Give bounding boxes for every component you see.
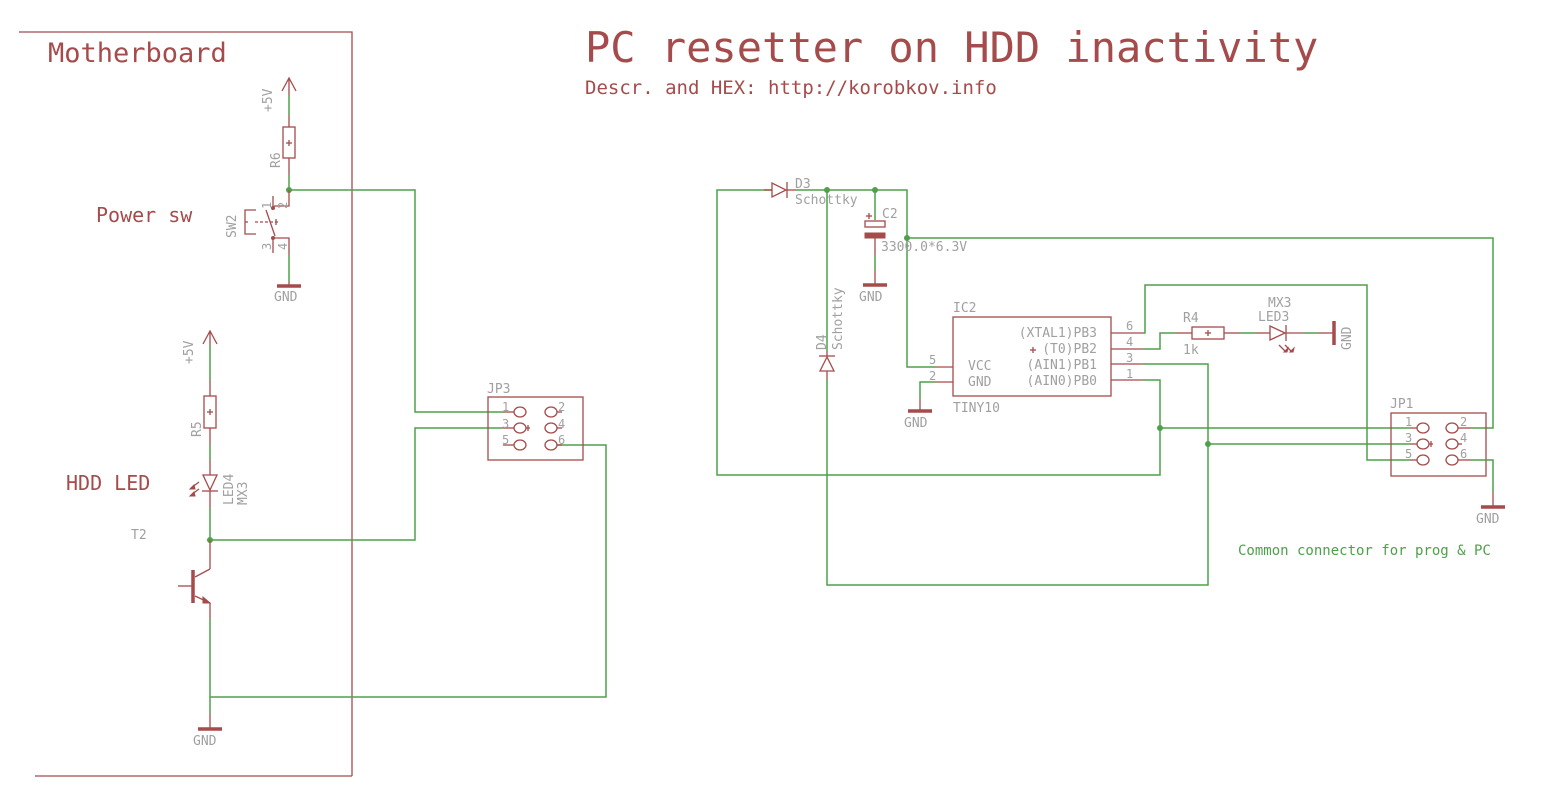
- gnd-label-t2: GND: [193, 734, 217, 749]
- jp3-pin-3: 3: [502, 417, 509, 431]
- wire-pb2-to-r4: [1143, 332, 1176, 350]
- jp3-pin-6: 6: [558, 433, 565, 447]
- r5-label: R5: [190, 421, 205, 437]
- jp1-pin-5: 5: [1405, 447, 1412, 461]
- led4-diode-icon: [188, 460, 219, 508]
- sw2-pin-2: 2: [276, 202, 290, 209]
- power-sw-label: Power sw: [96, 203, 193, 227]
- led4-value: MX3: [236, 482, 251, 505]
- c2-value: 3300.0*6.3V: [881, 240, 967, 255]
- ic2-pin-gnd: GND: [968, 375, 992, 390]
- wire-led-to-jp3: [210, 427, 503, 541]
- vcc-supply-arrow-icon: [202, 329, 218, 345]
- jp3-label: JP3: [487, 382, 510, 397]
- wire-vcc-rail: [796, 189, 935, 368]
- ic2-pin-pb1: (AIN1)PB1: [1027, 358, 1097, 373]
- ic2-pin-pb0: (AIN0)PB0: [1027, 374, 1097, 389]
- gnd-label-c2: GND: [859, 290, 883, 305]
- gnd-label-sw2: GND: [274, 290, 298, 305]
- ic2-pin-num-6: 6: [1126, 319, 1133, 333]
- switch-sw2: [244, 190, 290, 255]
- r4-label: R4: [1183, 311, 1199, 326]
- ic2-pin-num-5: 5: [929, 353, 936, 367]
- frame-border-top-right: [19, 31, 353, 776]
- ic2-pin-num-4: 4: [1126, 335, 1133, 349]
- vcc-label-r5: +5V: [182, 340, 197, 364]
- gnd-label-ic2: GND: [904, 416, 928, 431]
- ic2-pin-vcc: VCC: [968, 359, 991, 374]
- hdd-led-label: HDD LED: [66, 471, 150, 495]
- frame-label: Motherboard: [48, 38, 227, 69]
- wire-pb0: [1143, 379, 1161, 428]
- wire-d3-anode: [716, 189, 1161, 476]
- wire-pb1: [1143, 363, 1209, 444]
- ic2-pin-num-2: 2: [929, 369, 936, 383]
- motherboard-frame: Motherboard: [19, 31, 353, 777]
- d3-label: D3: [795, 177, 811, 192]
- t2-label: T2: [131, 528, 147, 543]
- led3-diode-icon: [1256, 324, 1304, 353]
- led3-value: MX3: [1268, 296, 1291, 311]
- c2-label: C2: [882, 207, 898, 222]
- led3-label: LED3: [1258, 310, 1289, 325]
- jp1-pin-2: 2: [1460, 415, 1467, 429]
- power-switch-circuit: +5V R6 1 2 3 4 SW2 Power sw: [96, 76, 301, 305]
- jp1-label: JP1: [1390, 397, 1413, 412]
- jp1-pin-1: 1: [1405, 415, 1412, 429]
- d4-label: D4: [815, 334, 830, 350]
- sw2-pin-3: 3: [260, 243, 274, 250]
- ic2-value: TINY10: [953, 401, 1000, 416]
- hdd-led-circuit: +5V R5 LED4 MX3 HDD LED: [66, 329, 251, 749]
- wire-jp1-gnd: [1471, 459, 1494, 492]
- wire: [919, 381, 935, 398]
- wire-d4-to-pb1: [826, 380, 1209, 586]
- jp3-pin-1: 1: [502, 400, 509, 414]
- ic2-chip: [935, 316, 1143, 397]
- ic2-label: IC2: [953, 301, 976, 316]
- led4-label: LED4: [222, 474, 237, 505]
- sw2-label: SW2: [225, 215, 240, 238]
- gnd-label-jp1: GND: [1476, 512, 1500, 527]
- header-jp3: [487, 396, 584, 461]
- ic2-pin-pb3: (XTAL1)PB3: [1019, 326, 1097, 341]
- vcc-supply-arrow-icon: [281, 76, 297, 95]
- schematic-title: PC resetter on HDD inactivity: [585, 23, 1318, 72]
- capacitor-c2: [863, 190, 887, 287]
- r4-value: 1k: [1183, 343, 1199, 358]
- jp1-pin-6: 6: [1460, 447, 1467, 461]
- sw2-pin-1: 1: [260, 202, 274, 209]
- jp3-pin-2: 2: [558, 400, 565, 414]
- vcc-label-r6: +5V: [261, 88, 276, 112]
- wire-vcc-to-jp1-2: [907, 237, 1494, 429]
- r6-label: R6: [269, 152, 284, 168]
- ic2-pin-num-1: 1: [1126, 367, 1133, 381]
- wire-pb3-to-jp1-5: [1143, 284, 1410, 461]
- ic2-pin-pb2: (T0)PB2: [1042, 342, 1097, 357]
- jp1-pin-4: 4: [1460, 431, 1467, 445]
- resistor-r4: [1176, 326, 1240, 340]
- diode-d4: [818, 351, 836, 380]
- header-jp1: [1390, 412, 1487, 477]
- gnd-label-led3: GND: [1340, 326, 1355, 350]
- diode-d3: [764, 181, 796, 199]
- wire-gnd-to-jp3: [210, 444, 607, 698]
- jp3-pin-4: 4: [558, 417, 565, 431]
- d4-value: Schottky: [831, 287, 846, 350]
- transistor-t2: [178, 568, 212, 619]
- sw2-pin-4: 4: [276, 243, 290, 250]
- ic2-pin-num-3: 3: [1126, 351, 1133, 365]
- schematic-subtitle: Descr. and HEX: http://korobkov.info: [585, 77, 997, 99]
- jp3-pin-5: 5: [502, 433, 509, 447]
- wire-sw-to-jp3: [289, 189, 503, 413]
- common-connector-note: Common connector for prog & PC: [1238, 543, 1491, 559]
- jp1-pin-3: 3: [1405, 431, 1412, 445]
